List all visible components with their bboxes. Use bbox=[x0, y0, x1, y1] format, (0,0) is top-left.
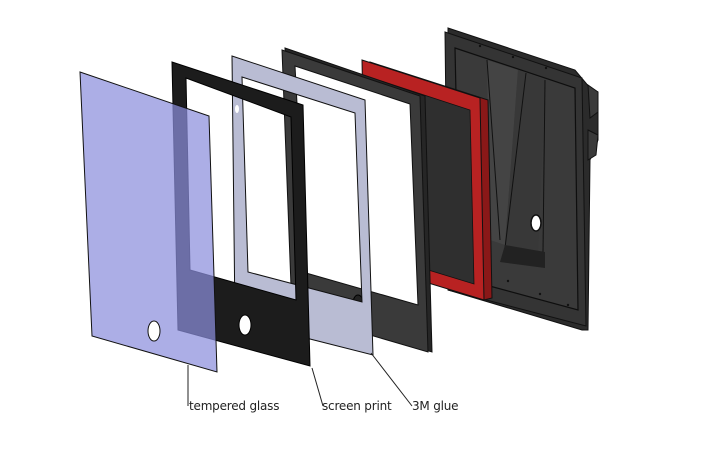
tempered-glass bbox=[79, 71, 218, 373]
label-3m-glue: 3M glue bbox=[412, 399, 459, 413]
label-screen-print: screen print bbox=[322, 399, 392, 413]
callout-lines bbox=[187, 352, 413, 407]
label-tempered-glass: tempered glass bbox=[189, 399, 280, 413]
